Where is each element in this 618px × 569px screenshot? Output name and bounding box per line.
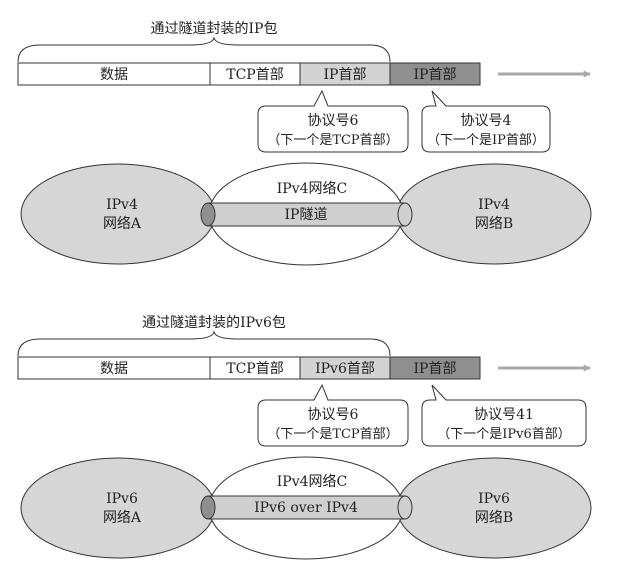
caption-brace [17,330,391,357]
outer-ip-header-label: IP首部 [414,67,457,83]
network-topology: IPv6 网络A IPv4网络C IPv6 over IPv4 IPv6 网络B [20,456,592,560]
outer-ip-header-label: IP首部 [414,361,457,377]
network-topology: IPv4 网络A IPv4网络C IP隧道 IPv4 网络B [20,162,592,266]
packet: 数据 TCP首部 IP首部 IP首部 [17,62,481,86]
tunnel-right-end [397,202,413,227]
network-a-line2: 网络A [103,216,142,232]
callout-inner-line1: 协议号6 [308,113,359,129]
callout-outer-line1: 协议号41 [474,407,534,423]
tunnel-label: IPv6 over IPv4 [254,500,358,516]
network-b-line1: IPv4 [478,197,510,213]
network-a-line2: 网络A [103,510,142,526]
network-b-oval [396,457,592,559]
figure-ipv6-over-ipv4: 通过隧道封装的IPv6包 数据 TCP首部 IPv6首部 IP首部 协议号6 （… [17,315,592,560]
figure-caption: 通过隧道封装的IP包 [151,21,278,37]
network-a-oval [20,457,216,559]
packet-data-label: 数据 [100,67,128,83]
network-b-oval [396,163,592,265]
callout-outer-protocol: 协议号41 （下一个是IPv6首部） [421,384,587,447]
network-b-line1: IPv6 [478,491,510,507]
network-b-line2: 网络B [475,510,513,526]
network-a-line1: IPv6 [106,491,138,507]
packet-data-label: 数据 [100,361,128,377]
tunnel-label: IP隧道 [285,207,328,223]
callout-inner-protocol: 协议号6 （下一个是TCP首部） [257,89,409,153]
tcp-header-label: TCP首部 [226,361,283,377]
network-a-line1: IPv4 [106,197,138,213]
figure-caption: 通过隧道封装的IPv6包 [142,315,286,331]
caption-brace [17,36,391,63]
callout-inner-protocol: 协议号6 （下一个是TCP首部） [257,383,409,447]
callout-outer-line2: （下一个是IP首部） [427,133,545,148]
callout-inner-line2: （下一个是TCP首部） [267,133,398,148]
callout-outer-protocol: 协议号4 （下一个是IP首部） [421,90,551,153]
tunnel-right-end [397,495,413,520]
outer-ip-header-field [389,356,481,380]
figure-ipv4-tunnel: 通过隧道封装的IP包 数据 TCP首部 IP首部 IP首部 协议号6 （下一个是… [17,21,592,266]
tunnel-left-end [200,495,216,520]
inner-ipv6-header-label: IPv6首部 [315,361,375,377]
callout-inner-line1: 协议号6 [308,407,359,423]
network-c-label: IPv4网络C [277,181,347,197]
packet: 数据 TCP首部 IPv6首部 IP首部 [17,356,481,380]
outer-ip-header-field [389,62,481,86]
network-b-line2: 网络B [475,216,513,232]
tcp-header-label: TCP首部 [226,67,283,83]
network-a-oval [20,163,216,265]
callout-inner-line2: （下一个是TCP首部） [267,427,398,442]
callout-outer-line1: 协议号4 [461,113,512,129]
network-c-label: IPv4网络C [277,474,347,490]
inner-ip-header-label: IP首部 [324,67,367,83]
tunnel-left-end [200,202,216,227]
callout-outer-line2: （下一个是IPv6首部） [437,427,571,442]
